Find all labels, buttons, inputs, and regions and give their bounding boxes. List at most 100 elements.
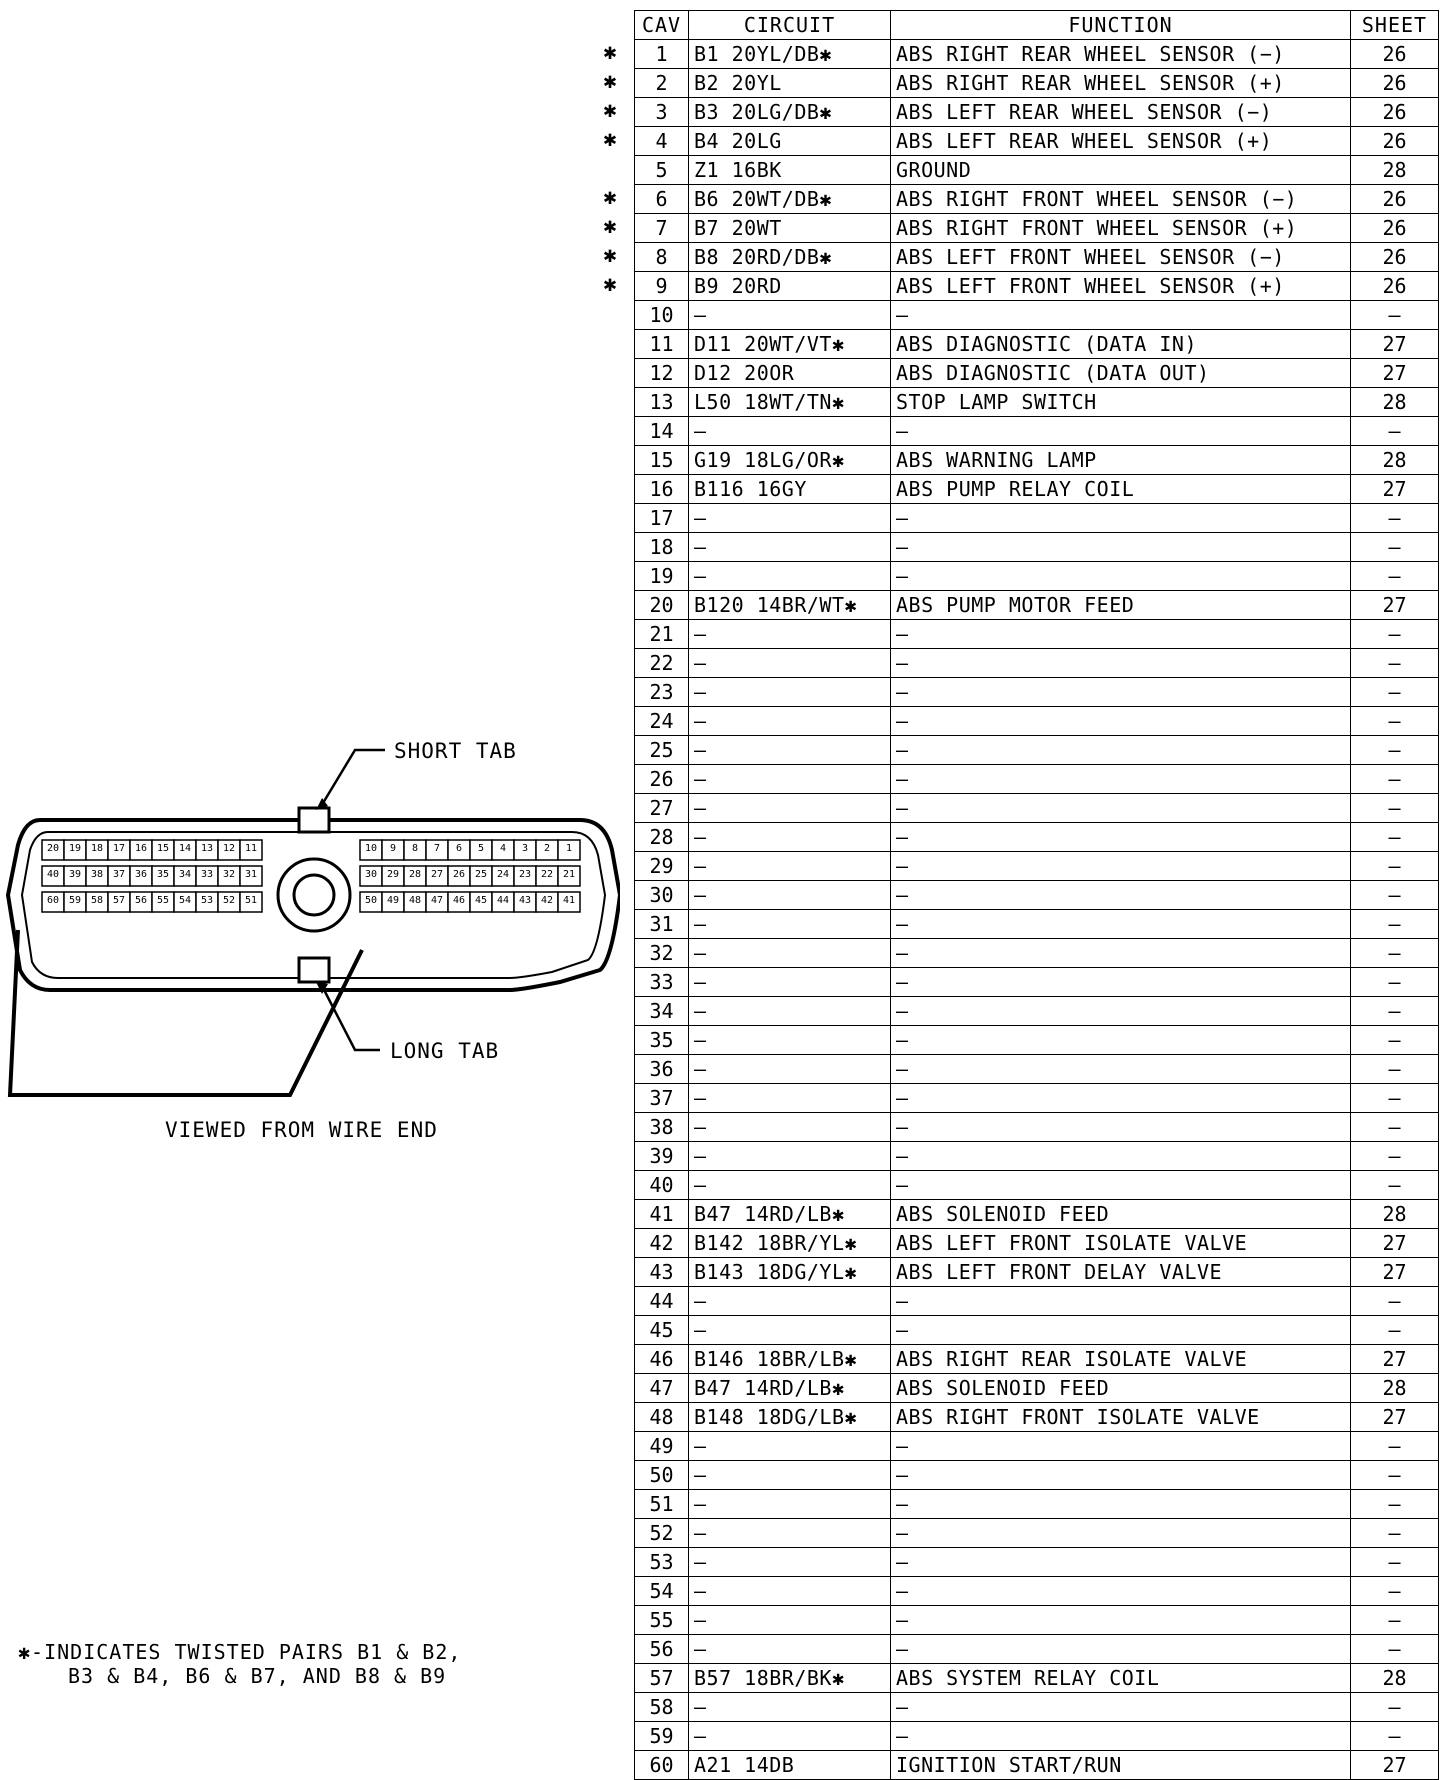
sheet-cell: 27 (1350, 474, 1439, 504)
cav-cell-text: 35 (649, 1028, 674, 1052)
cavity-number: 56 (135, 895, 147, 906)
header-sheet: SHEET (1350, 10, 1439, 40)
cav-cell: 45 (634, 1315, 689, 1345)
cav-cell-text: 31 (649, 912, 674, 936)
short-tab (297, 806, 331, 834)
sheet-cell: 27 (1350, 358, 1439, 388)
function-cell: ABS LEFT REAR WHEEL SENSOR (+) (890, 126, 1351, 156)
sheet-cell-text: 26 (1382, 129, 1407, 153)
cav-cell-text: 25 (649, 738, 674, 762)
sheet-cell-text: — (1388, 1115, 1401, 1139)
cav-cell: 58 (634, 1692, 689, 1722)
sheet-cell: — (1350, 996, 1439, 1026)
cav-cell-text: 42 (649, 1231, 674, 1255)
circuit-cell-text: — (694, 1637, 707, 1661)
function-cell: ABS RIGHT FRONT WHEEL SENSOR (−) (890, 184, 1351, 214)
circuit-cell-text: Z1 16BK (694, 158, 782, 182)
function-cell: — (890, 561, 1351, 591)
cav-cell: 33 (634, 967, 689, 997)
cavity-number: 34 (179, 869, 191, 880)
function-cell: ABS LEFT FRONT ISOLATE VALVE (890, 1228, 1351, 1258)
function-cell: IGNITION START/RUN (890, 1750, 1351, 1780)
sheet-cell: — (1350, 1692, 1439, 1722)
table-row: 6✱B6 20WT/DB✱ABS RIGHT FRONT WHEEL SENSO… (603, 184, 1439, 214)
sheet-cell: — (1350, 793, 1439, 823)
cavity-number: 45 (475, 895, 487, 906)
connector-outline (5, 818, 620, 992)
cavity-number: 9 (390, 843, 396, 854)
function-cell-text: — (896, 1579, 909, 1603)
cavity-number: 52 (223, 895, 235, 906)
cavity-number: 11 (245, 843, 257, 854)
sheet-cell: — (1350, 1721, 1439, 1751)
cavity-number: 58 (91, 895, 103, 906)
cav-cell-text: 49 (649, 1434, 674, 1458)
sheet-cell: 26 (1350, 271, 1439, 301)
sheet-cell-text: — (1388, 796, 1401, 820)
circuit-cell-text: B2 20YL (694, 71, 782, 95)
table-row: 53——— (634, 1547, 1439, 1577)
cav-cell-text: 20 (649, 593, 674, 617)
sheet-cell-text: 27 (1382, 1260, 1407, 1284)
circuit-cell-text: — (694, 738, 707, 762)
function-cell-text: — (896, 1028, 909, 1052)
circuit-cell-text: — (694, 419, 707, 443)
circuit-cell: D12 20OR (688, 358, 891, 388)
function-cell: ABS RIGHT FRONT WHEEL SENSOR (+) (890, 213, 1351, 243)
footnote-line-1: ✱-INDICATES TWISTED PAIRS B1 & B2, (18, 1640, 462, 1664)
circuit-cell-text: B57 18BR/BK✱ (694, 1666, 845, 1690)
table-row: 29——— (634, 851, 1439, 881)
function-cell-text: — (896, 303, 909, 327)
circuit-cell-text: — (694, 767, 707, 791)
cavity-cell (557, 891, 581, 913)
sheet-cell-text: 26 (1382, 216, 1407, 240)
circuit-cell: — (688, 706, 891, 736)
function-cell: ABS DIAGNOSTIC (DATA IN) (890, 329, 1351, 359)
function-cell-text: — (896, 709, 909, 733)
cavity-number: 14 (179, 843, 191, 854)
center-bolt (276, 857, 352, 933)
function-cell: ABS RIGHT FRONT ISOLATE VALVE (890, 1402, 1351, 1432)
table-row: 23——— (634, 677, 1439, 707)
function-cell-text: ABS LEFT REAR WHEEL SENSOR (+) (896, 129, 1273, 153)
cav-cell-text: 56 (649, 1637, 674, 1661)
circuit-cell: B47 14RD/LB✱ (688, 1199, 891, 1229)
table-row: 45——— (634, 1315, 1439, 1345)
sheet-cell-text: — (1388, 419, 1401, 443)
sheet-cell-text: — (1388, 1608, 1401, 1632)
table-row: 51——— (634, 1489, 1439, 1519)
cav-cell-text: 36 (649, 1057, 674, 1081)
table-row: 28——— (634, 822, 1439, 852)
table-row: 1✱B1 20YL/DB✱ABS RIGHT REAR WHEEL SENSOR… (603, 39, 1439, 69)
circuit-cell: B3 20LG/DB✱ (688, 97, 891, 127)
circuit-cell-text: B1 20YL/DB✱ (694, 42, 832, 66)
function-cell-text: — (896, 970, 909, 994)
cav-cell-text: 22 (649, 651, 674, 675)
function-cell-text: — (896, 419, 909, 443)
circuit-cell-text: B143 18DG/YL✱ (694, 1260, 858, 1284)
cav-cell-text: 19 (649, 564, 674, 588)
cav-cell-text: 29 (649, 854, 674, 878)
circuit-cell-text: B120 14BR/WT✱ (694, 593, 858, 617)
table-row: 39——— (634, 1141, 1439, 1171)
circuit-cell: B142 18BR/YL✱ (688, 1228, 891, 1258)
cavity-number: 29 (387, 869, 399, 880)
cav-cell: 55 (634, 1605, 689, 1635)
sheet-cell-text: — (1388, 1144, 1401, 1168)
cav-cell-text: 41 (649, 1202, 674, 1226)
table-row: 59——— (634, 1721, 1439, 1751)
cav-cell-text: 39 (649, 1144, 674, 1168)
function-cell: — (890, 677, 1351, 707)
cav-cell: 51 (634, 1489, 689, 1519)
long-tab (297, 956, 331, 984)
cavity-cell (239, 839, 263, 861)
circuit-cell-text: — (694, 651, 707, 675)
sheet-cell: — (1350, 1460, 1439, 1490)
cav-cell: 31 (634, 909, 689, 939)
circuit-cell-text: — (694, 1608, 707, 1632)
sheet-cell: — (1350, 1518, 1439, 1548)
